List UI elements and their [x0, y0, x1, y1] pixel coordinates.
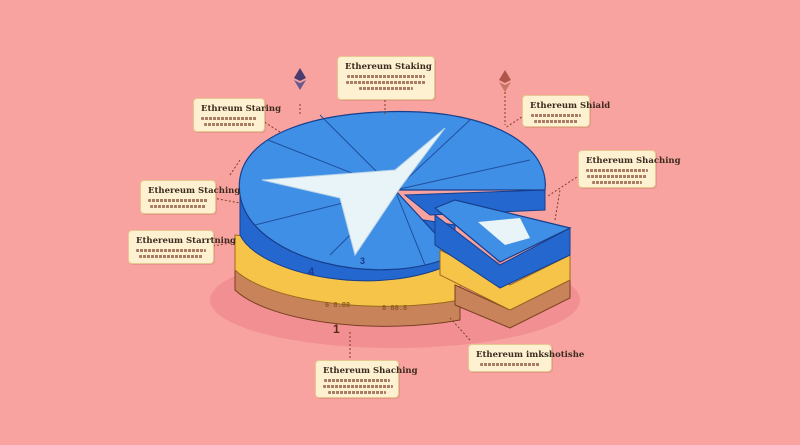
callout-title: Ethereum Starrtning — [136, 236, 236, 246]
callout-top-left: Ethreum Staring — [193, 98, 282, 132]
callout-title: Ethereum imkshotishe — [476, 350, 585, 360]
callout-left-lower: Ethereum Starrtning — [128, 230, 236, 264]
callout-title: Ethereum Shaching — [323, 366, 418, 376]
detached-slice-gold — [439, 249, 571, 311]
callout-left-upper: Ethereum Staching — [140, 180, 241, 214]
text-line — [150, 205, 206, 208]
ethereum-icon-upper — [499, 70, 511, 83]
callout-title: Ethereum Staching — [148, 186, 241, 196]
layer-label: 8 88.8 — [382, 305, 408, 313]
text-line — [148, 199, 208, 202]
detached-slice-side — [434, 213, 571, 289]
arrow-shape — [261, 127, 446, 257]
callout-title: Ethreum Staring — [201, 104, 282, 114]
layer-label: 6 8.88 — [325, 302, 351, 310]
detached-slice — [433, 199, 572, 329]
text-line — [204, 123, 254, 126]
text-line — [531, 114, 581, 117]
text-line — [136, 249, 206, 252]
callout-top-center: Ethereum Staking — [337, 56, 435, 100]
ethereum-icon — [499, 70, 511, 92]
callout-right: Ethereum Shaching — [578, 150, 681, 188]
text-line — [323, 385, 393, 388]
callout-bottom-right: Ethereum imkshotishe — [468, 344, 585, 372]
text-line — [359, 87, 413, 90]
callout-bottom-center: Ethereum Shaching — [315, 360, 418, 398]
text-line — [587, 175, 647, 178]
text-line — [346, 81, 426, 84]
callout-title: Ethereum Staking — [345, 62, 432, 72]
callout-title: Ethereum Shaching — [586, 156, 681, 166]
text-line — [347, 75, 425, 78]
ethereum-icon-lower — [294, 80, 306, 90]
slice-number: 4 — [308, 266, 315, 278]
detached-slice-arrow — [478, 218, 530, 245]
text-line — [201, 117, 257, 120]
slice-number: 3 — [360, 256, 366, 266]
text-line — [324, 379, 390, 382]
text-line — [586, 169, 648, 172]
text-line — [328, 391, 386, 394]
ethereum-icon-upper — [294, 68, 306, 81]
slice-number: 1 — [333, 322, 340, 336]
text-line — [480, 363, 540, 366]
callout-title: Ethereum Shiald — [530, 101, 611, 111]
ethereum-icon — [294, 68, 306, 90]
callout-top-right: Ethereum Shiald — [522, 95, 611, 127]
text-line — [139, 255, 203, 258]
ethereum-icon-lower — [499, 82, 511, 92]
text-line — [592, 181, 642, 184]
text-line — [534, 120, 578, 123]
